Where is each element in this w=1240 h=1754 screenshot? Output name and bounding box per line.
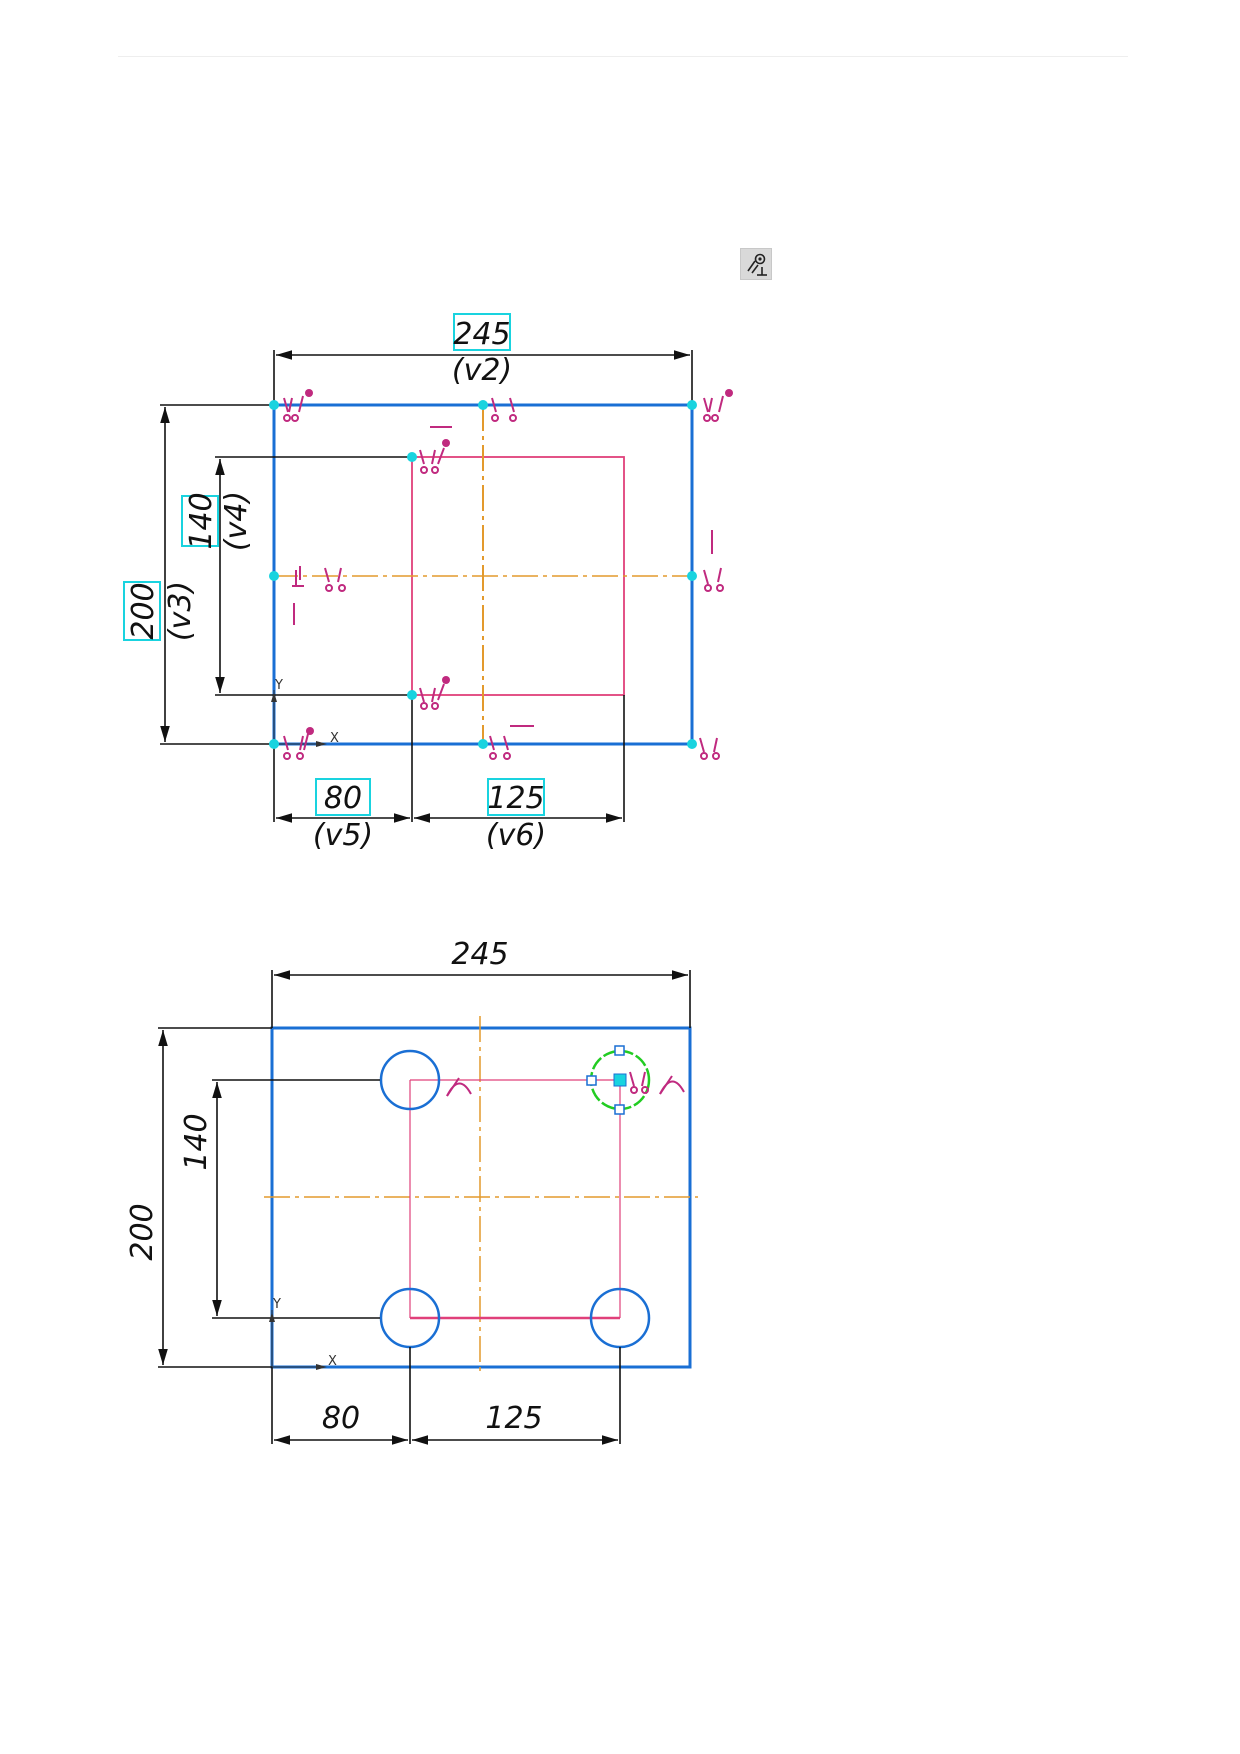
parametric-constraint-button[interactable] [740, 248, 772, 280]
dim-left-offset-value: 80 [324, 781, 362, 816]
selection-handles[interactable] [586, 1045, 627, 1115]
axis-x-label: X [330, 731, 339, 746]
dim-width-var: (v2) [452, 353, 512, 388]
dim-inner-width-value: 125 [487, 781, 544, 816]
construction-lines[interactable] [409, 1079, 621, 1318]
constraint-markers[interactable] [283, 389, 733, 760]
dim-height-value: 200 [126, 582, 161, 639]
axis-x-label: X [328, 1354, 337, 1369]
dimension-inner-height[interactable]: 140 [179, 1079, 380, 1319]
dim-height-var: (v3) [163, 581, 198, 641]
parametric-constraint-icon [747, 253, 767, 276]
dimension-inner-height[interactable]: 140 (v4) [181, 456, 412, 696]
dim-width-value: 245 [451, 937, 508, 972]
dimension-height[interactable]: 200 (v3) [123, 404, 274, 745]
dim-height-value: 200 [125, 1203, 160, 1260]
origin-axes: Y X [271, 678, 339, 747]
dim-inner-width-value: 125 [485, 1401, 542, 1436]
axis-y-label: Y [272, 1297, 281, 1312]
variable-frame [123, 581, 161, 641]
dim-width-value: 245 [453, 317, 510, 352]
variable-frame [487, 778, 545, 816]
hole-top-left[interactable] [379, 1049, 441, 1111]
variable-frame [181, 495, 219, 547]
dimension-left-offset[interactable]: 80 (v5) [273, 695, 413, 853]
dim-inner-height-value: 140 [184, 492, 219, 549]
axis-y-label: Y [274, 678, 283, 693]
dim-inner-height-value: 140 [179, 1113, 214, 1170]
dimension-left-offset[interactable]: 80 [271, 1347, 411, 1445]
dim-left-offset-value: 80 [322, 1401, 360, 1436]
dimension-width[interactable]: 245 (v2) [273, 313, 693, 405]
origin-axes: Y X [269, 1297, 337, 1370]
dimension-inner-width[interactable]: 125 (v6) [414, 695, 625, 853]
sketch-points[interactable] [269, 400, 697, 749]
dimension-inner-width[interactable]: 125 [412, 1347, 621, 1445]
equal-radius-markers[interactable] [446, 1071, 685, 1097]
dimension-width[interactable]: 245 [271, 937, 691, 1028]
dim-inner-width-var: (v6) [486, 818, 546, 853]
dim-inner-height-var: (v4) [219, 491, 254, 551]
dim-left-offset-var: (v5) [313, 818, 373, 853]
dimension-height[interactable]: 200 [125, 1027, 272, 1368]
variable-frame [453, 313, 511, 351]
variable-frame [315, 778, 371, 816]
page-top-rule [118, 56, 1128, 57]
